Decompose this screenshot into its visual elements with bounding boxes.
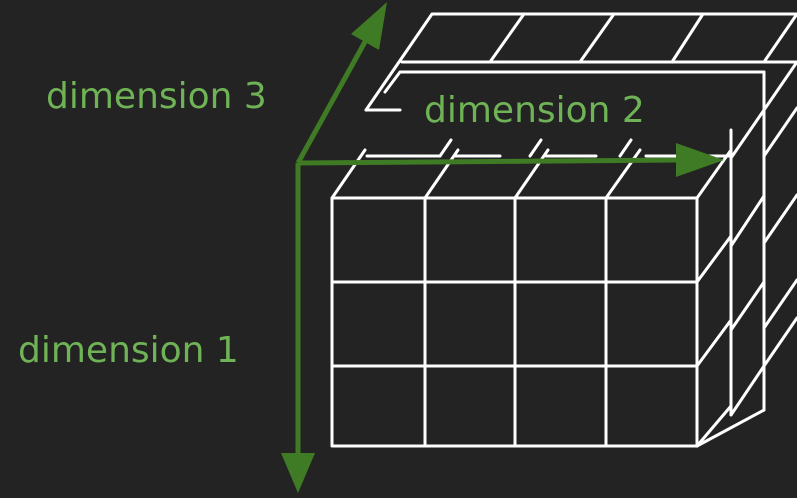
front-depth-edges <box>330 148 797 448</box>
dimension-2-arrowhead <box>676 143 724 177</box>
dimension-2-axis <box>297 157 679 166</box>
dimension-1-arrowhead <box>281 453 315 493</box>
dimension-2-label-backdrop <box>410 84 715 132</box>
back-layer-grid <box>364 12 797 330</box>
middle-layer-grid <box>365 70 766 417</box>
dimension-3-arrowhead <box>351 2 387 50</box>
dimension-3-axis <box>295 38 369 165</box>
dimension-1-label: dimension 1 <box>18 330 239 371</box>
front-face-grid <box>330 196 699 448</box>
dimension-3-label: dimension 3 <box>46 76 267 117</box>
axes <box>281 2 724 493</box>
dimension-2-label: dimension 2 <box>424 90 645 131</box>
